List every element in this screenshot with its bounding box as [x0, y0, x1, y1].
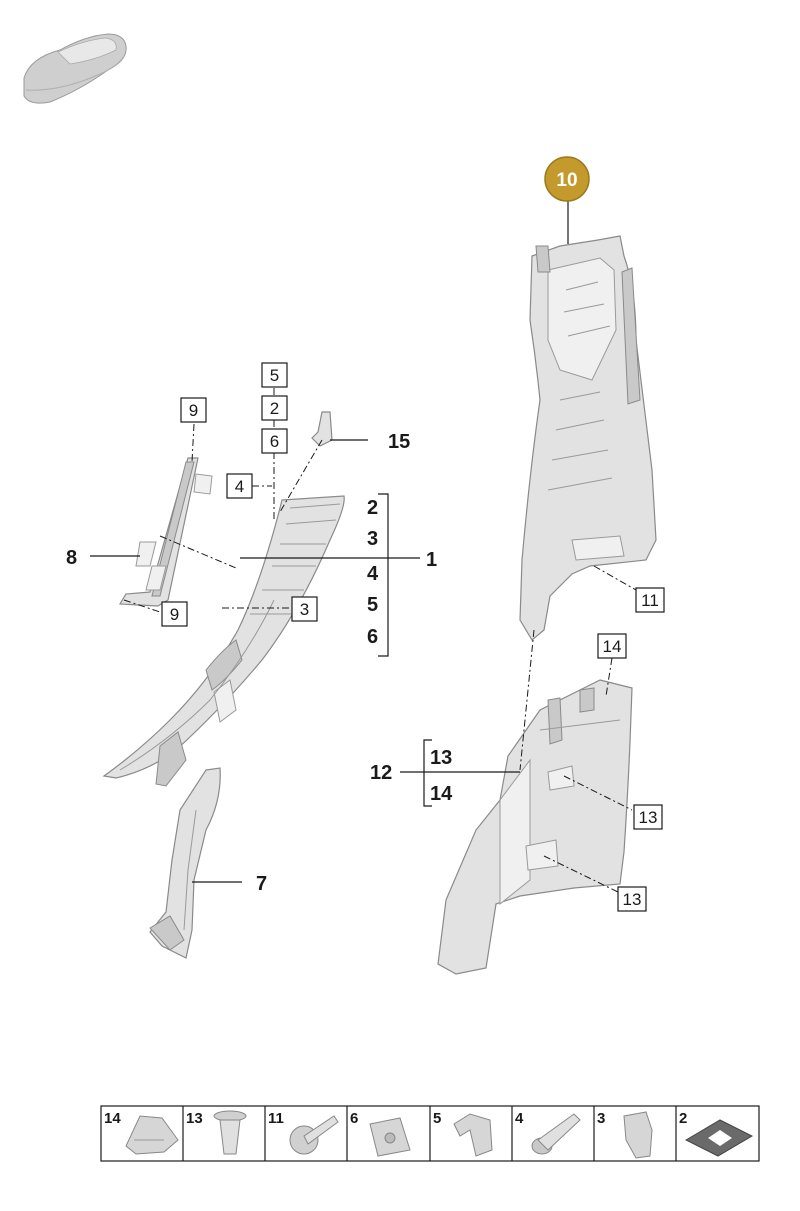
legend-item-5: 5 [433, 1110, 493, 1157]
part-8-trim-strip [118, 457, 213, 607]
callout-12: 12 [370, 762, 392, 784]
legend-item-11: 11 [268, 1110, 339, 1155]
legend-item-6: 6 [350, 1110, 411, 1157]
spring-clip-icon [453, 1113, 493, 1157]
legend-item-3: 3 [597, 1110, 653, 1159]
box-14: 14 [597, 633, 627, 659]
part-7-lower-trim [149, 767, 221, 959]
svg-text:5: 5 [270, 366, 279, 385]
part-1-a-pillar-trim [102, 495, 345, 787]
bracket-1-item: 2 [367, 497, 378, 519]
screw-icon [289, 1115, 339, 1155]
svg-text:9: 9 [189, 401, 198, 420]
svg-text:4: 4 [235, 477, 244, 496]
callout-10-badge: 10 [544, 156, 590, 202]
box-2: 2 [261, 395, 288, 421]
callout-7: 7 [256, 873, 267, 895]
callout-10-label: 10 [556, 170, 577, 191]
bracket-1-item: 3 [367, 528, 378, 550]
callout-8: 8 [66, 547, 77, 569]
box-6: 6 [261, 428, 288, 454]
svg-text:13: 13 [639, 808, 658, 827]
svg-text:3: 3 [300, 600, 309, 619]
box-11: 11 [635, 587, 665, 613]
svg-text:6: 6 [350, 1110, 358, 1127]
car-silhouette-icon [23, 33, 127, 104]
bracket-12-item: 13 [430, 747, 452, 769]
legend-item-4: 4 [515, 1110, 581, 1155]
fastener-legend: 14 13 11 6 [100, 1105, 760, 1162]
box-13-lower: 13 [617, 886, 647, 912]
svg-text:9: 9 [170, 605, 179, 624]
callout-1: 1 [426, 549, 437, 571]
left-leader-lines [90, 388, 420, 883]
svg-text:13: 13 [623, 890, 642, 909]
legend-item-13: 13 [186, 1110, 247, 1155]
svg-text:5: 5 [433, 1110, 441, 1127]
bracket-1-item: 6 [367, 626, 378, 648]
part-10-b-pillar-upper-trim [519, 235, 657, 641]
box-13-upper: 13 [633, 804, 663, 830]
right-leader-lines [400, 200, 637, 893]
svg-text:4: 4 [515, 1110, 524, 1127]
foam-pad-icon [684, 1119, 754, 1157]
plug-icon [531, 1113, 581, 1155]
callout-15: 15 [388, 431, 410, 453]
box-9-bottom: 9 [161, 601, 188, 627]
box-5: 5 [261, 362, 288, 388]
svg-text:2: 2 [679, 1110, 687, 1127]
svg-text:3: 3 [597, 1110, 605, 1127]
bracket-1-item: 5 [367, 594, 378, 616]
box-3: 3 [291, 596, 318, 622]
svg-text:6: 6 [270, 432, 279, 451]
svg-text:11: 11 [641, 591, 659, 610]
box-9-top: 9 [180, 397, 207, 423]
svg-text:13: 13 [186, 1110, 203, 1127]
expanding-rivet-icon [213, 1110, 247, 1155]
svg-text:11: 11 [268, 1110, 284, 1127]
box-4: 4 [226, 473, 253, 499]
svg-text:2: 2 [270, 399, 279, 418]
retainer-clip-icon [623, 1111, 653, 1159]
part-15-bracket [311, 411, 333, 447]
svg-text:14: 14 [603, 637, 622, 656]
square-nut-icon [369, 1117, 411, 1157]
bracket-12-item: 14 [430, 783, 453, 805]
bracket-1-item: 4 [367, 563, 379, 585]
clip-icon [125, 1115, 179, 1155]
svg-text:14: 14 [104, 1110, 121, 1127]
part-12-b-pillar-lower-trim [437, 679, 633, 975]
legend-item-2: 2 [679, 1110, 754, 1157]
legend-item-14: 14 [104, 1110, 179, 1155]
